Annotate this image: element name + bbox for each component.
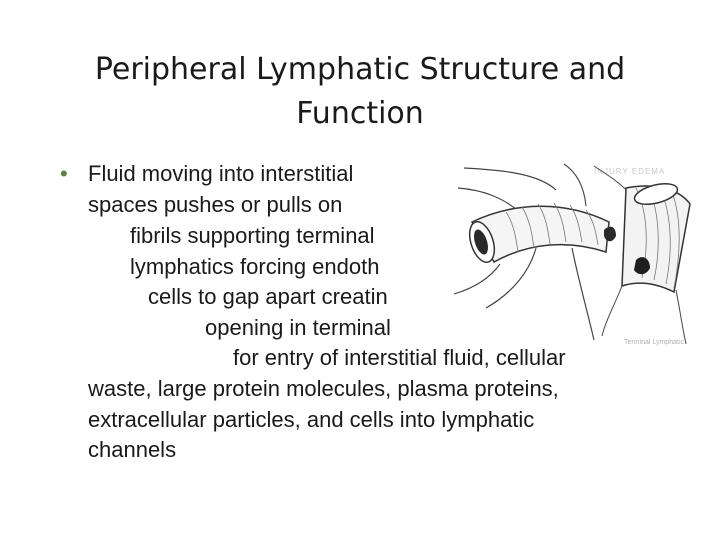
bullet-line-8: waste, large protein molecules, plasma p… (88, 376, 559, 401)
bullet-line-1: Fluid moving into interstitial (88, 161, 354, 186)
bullet-marker: • (60, 161, 68, 186)
bullet-line-4: lymphatics forcing endoth (130, 254, 380, 279)
figure-caption: Terminal Lymphatic (624, 339, 685, 346)
title-line-1: Peripheral Lymphatic Structure and (94, 52, 626, 87)
bullet-line-10: channels (88, 437, 177, 462)
bullet-line-2: spaces pushes or pulls on (88, 192, 343, 217)
bullet-line-3: fibrils supporting terminal (130, 223, 375, 248)
bullet-line-6: opening in terminal (205, 315, 391, 340)
figure-header-text: INJURY EDEMA (594, 167, 665, 176)
bullet-line-9: extracellular particles, and cells into … (88, 407, 535, 432)
slide-title: Peripheral Lymphatic Structure and Funct… (40, 48, 680, 136)
bullet-line-5: cells to gap apart creatin (148, 284, 388, 309)
title-line-2: Function (296, 96, 424, 131)
terminal-lymphatic-figure: INJURY EDEMA (444, 160, 694, 352)
